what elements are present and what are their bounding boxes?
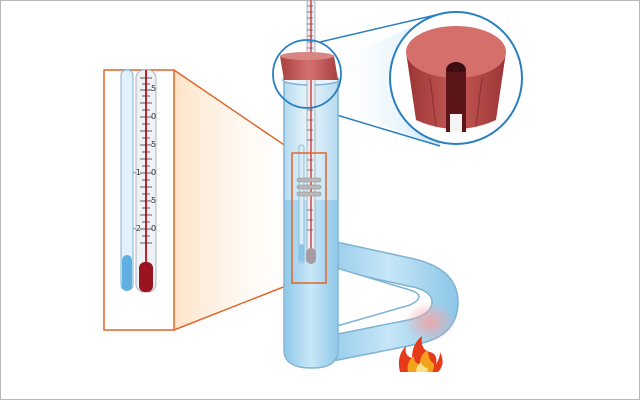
heat-zone: [404, 302, 456, 342]
scale-label: 0: [151, 112, 156, 121]
magnifier-beam-left: [174, 70, 296, 330]
cork-zoom-marker: [272, 39, 342, 109]
scale-label: -2: [133, 224, 141, 233]
scale-label: 5: [151, 84, 156, 93]
thiele-tube: [282, 74, 459, 369]
magnified-thermometer-panel: 5 0 5 -1 0 5 -2 0: [103, 69, 175, 331]
rubber-bands: [296, 177, 322, 197]
scale-label: 0: [151, 168, 156, 177]
zoom-region-marker: [291, 152, 327, 284]
flame-icon: [398, 336, 443, 372]
cork-stopper: [280, 52, 338, 80]
magnified-cork-panel: [389, 11, 523, 145]
scale-label: -1: [133, 168, 141, 177]
scale-label: 0: [151, 224, 156, 233]
capillary-tube: [298, 144, 305, 264]
scale-label: 5: [151, 196, 156, 205]
scale-label: 5: [151, 140, 156, 149]
